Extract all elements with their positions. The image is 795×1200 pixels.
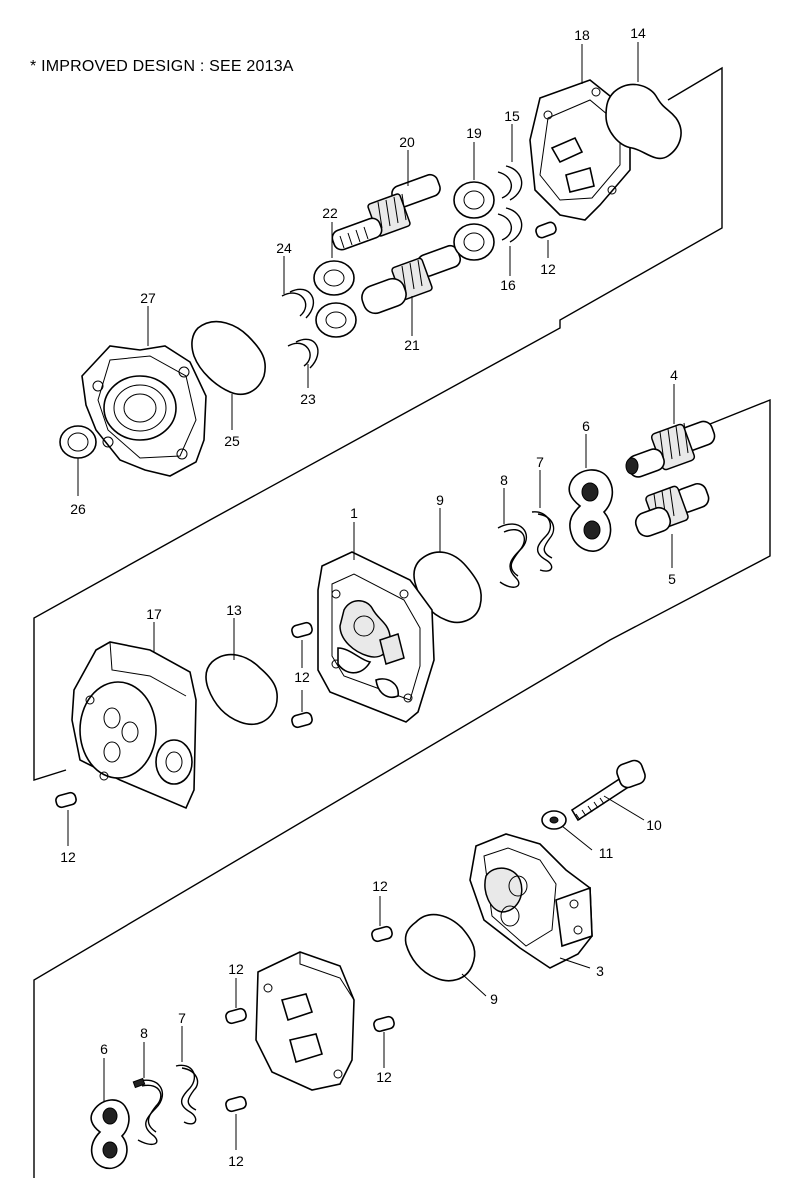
callout-7-b: 7 <box>178 1010 186 1026</box>
oil-seal-26 <box>59 425 97 459</box>
callout-4: 4 <box>670 367 678 383</box>
callout-1: 1 <box>350 505 358 521</box>
driven-gear-5 <box>634 482 710 538</box>
seal-16 <box>497 207 523 243</box>
dowel-pins-12-middle <box>291 621 313 729</box>
bolt-10 <box>570 759 646 822</box>
cover-17 <box>71 641 197 810</box>
seal-24 <box>281 288 315 319</box>
seal-23 <box>287 338 319 369</box>
driven-gear-shaft-21 <box>361 244 462 315</box>
dowel-pin-12-upper <box>535 221 557 239</box>
washer-11 <box>541 810 567 830</box>
callout-10: 10 <box>646 817 662 833</box>
callout-6-a: 6 <box>582 418 590 434</box>
callout-9-a: 9 <box>436 492 444 508</box>
gasket-13 <box>205 653 278 726</box>
callout-19: 19 <box>466 125 482 141</box>
port-cover-3 <box>469 833 593 969</box>
seal-15 <box>497 165 523 201</box>
callout-12-f: 12 <box>376 1069 392 1085</box>
gear-housing-lower <box>255 951 355 1091</box>
callout-8-a: 8 <box>500 472 508 488</box>
callout-15: 15 <box>504 108 520 124</box>
callout-12-b: 12 <box>294 669 310 685</box>
callout-12-d: 12 <box>372 878 388 894</box>
gear-housing-1 <box>317 551 435 723</box>
dowel-pin-12-lower-left <box>55 791 77 809</box>
seal-8-upper <box>497 523 528 588</box>
callout-27: 27 <box>140 290 156 306</box>
gasket-9-upper <box>413 551 482 624</box>
callout-23: 23 <box>300 391 316 407</box>
gasket-14 <box>605 83 682 160</box>
callout-25: 25 <box>224 433 240 449</box>
callout-14: 14 <box>630 25 646 41</box>
backup-ring-7-upper <box>531 511 555 572</box>
callout-6-b: 6 <box>100 1041 108 1057</box>
leader-lines <box>67 42 675 1150</box>
assembly-boundary-lines <box>33 66 771 1178</box>
callout-11: 11 <box>599 845 614 861</box>
callout-26: 26 <box>70 501 86 517</box>
callout-12-c: 12 <box>60 849 76 865</box>
bushing-plate-22 <box>313 260 357 338</box>
callout-12-a: 12 <box>540 261 556 277</box>
callout-9-b: 9 <box>490 991 498 1007</box>
callout-3: 3 <box>596 963 604 979</box>
wear-plate-6-upper <box>568 469 614 552</box>
callout-21: 21 <box>404 337 420 353</box>
callout-5: 5 <box>668 571 676 587</box>
callout-7-a: 7 <box>536 454 544 470</box>
front-cover-27 <box>81 345 207 477</box>
dowel-pins-12-lower <box>225 925 395 1113</box>
callout-24: 24 <box>276 240 292 256</box>
callout-12-e: 12 <box>228 961 244 977</box>
bushing-plate-19 <box>453 181 495 261</box>
callout-22: 22 <box>322 205 338 221</box>
drive-gear-shaft-20 <box>331 173 441 251</box>
backup-ring-7-lower <box>175 1064 199 1125</box>
seal-8-lower <box>132 1077 164 1146</box>
wear-plate-6-lower <box>90 1099 130 1170</box>
callout-20: 20 <box>399 134 415 150</box>
callout-12-g: 12 <box>228 1153 244 1169</box>
improved-design-note: * IMPROVED DESIGN : SEE 2013A <box>30 58 294 75</box>
callout-13: 13 <box>226 602 242 618</box>
callout-labels: 18 14 20 19 15 22 24 12 16 27 21 23 25 2… <box>60 25 678 1169</box>
drive-gear-4 <box>625 420 716 478</box>
callout-8-b: 8 <box>140 1025 148 1041</box>
callout-17: 17 <box>146 606 162 622</box>
callout-16: 16 <box>500 277 516 293</box>
callout-18: 18 <box>574 27 590 43</box>
gasket-9-lower <box>404 913 476 982</box>
gasket-25 <box>191 320 266 396</box>
